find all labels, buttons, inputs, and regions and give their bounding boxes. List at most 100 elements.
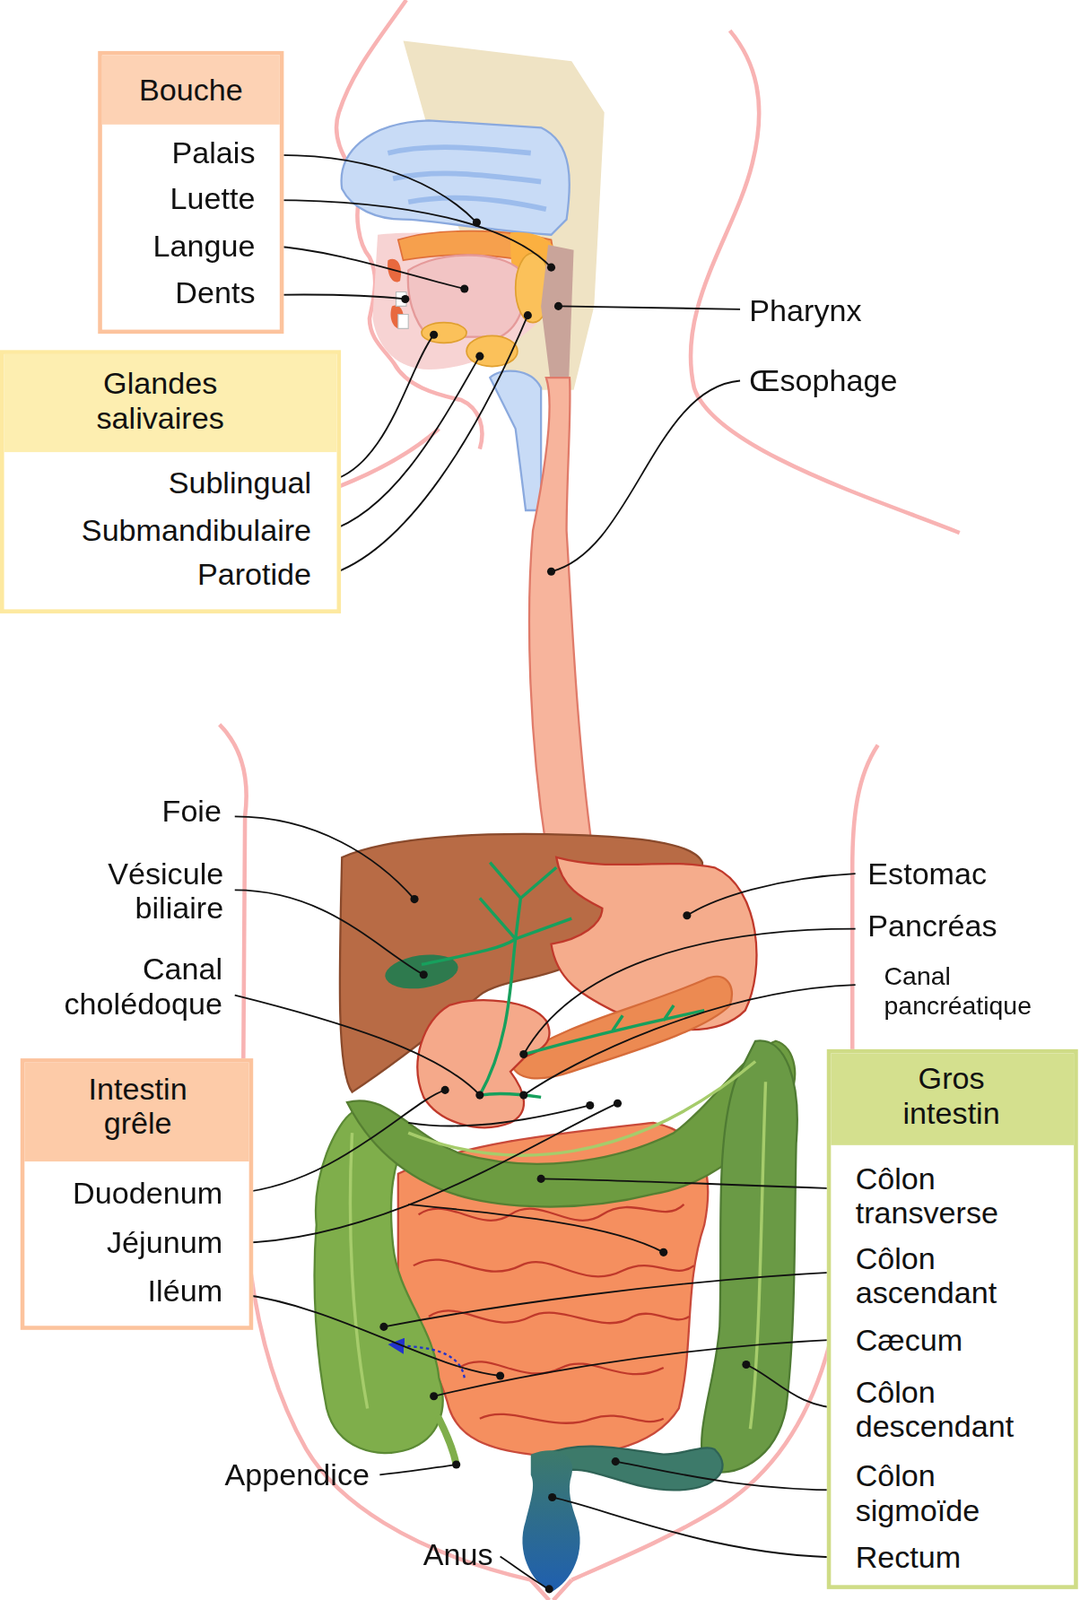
leader-dot: [611, 1457, 620, 1466]
leader-line: [235, 995, 480, 1097]
part-name: Côlon descendant: [855, 1375, 1061, 1445]
leader-dot: [548, 1493, 557, 1502]
label-group-box: Intestin grêleDuodenumJéjunumIléum: [20, 1058, 253, 1331]
part-name: Côlon sigmoïde: [855, 1458, 1061, 1528]
part-name: Dents: [0, 275, 256, 311]
sigmoid-colon: [546, 1446, 723, 1491]
leader-line: [268, 295, 405, 300]
part-name: Luette: [0, 182, 256, 218]
leader-line: [379, 1464, 456, 1475]
box-heading: Glandes salivaires: [68, 366, 253, 436]
esophagus: [529, 377, 593, 847]
leader-line: [326, 356, 480, 532]
label-group-box: Gros intestinCôlon transverseCôlon ascen…: [827, 1049, 1079, 1590]
leader-dot: [523, 311, 532, 320]
leader-dot: [400, 295, 410, 304]
organ-label: Pancréas: [867, 908, 1080, 944]
leader-dot: [496, 1371, 505, 1380]
nasal-cavity: [341, 120, 570, 235]
leader-line: [236, 1089, 445, 1194]
submandibular-gland: [466, 335, 518, 366]
leader-line: [235, 889, 425, 975]
part-name: Sublingual: [25, 465, 312, 501]
organ-label: Appendice: [83, 1457, 370, 1493]
leader-dot: [429, 1392, 438, 1401]
part-name: Iléum: [0, 1273, 223, 1309]
part-name: Submandibulaire: [25, 513, 312, 549]
leader-dot: [419, 970, 428, 979]
appendix-shape: [438, 1419, 456, 1465]
organ-label: Foie: [0, 793, 222, 829]
leader-dot: [460, 285, 469, 294]
leader-line: [326, 315, 528, 576]
leader-dot: [741, 1360, 750, 1369]
leader-dot: [519, 1091, 528, 1100]
label-group-box: BouchePalaisLuetteLangueDents: [97, 51, 284, 334]
leader-dot: [519, 1050, 528, 1059]
neck-outline: [690, 30, 960, 533]
leader-line: [408, 1105, 591, 1126]
leader-dot: [409, 895, 419, 904]
part-name: Côlon transverse: [855, 1161, 1061, 1231]
leader-line: [235, 816, 415, 899]
organ-label: Œsophage: [749, 363, 1036, 399]
nasal-lines: [387, 147, 546, 210]
leader-dot: [585, 1101, 594, 1110]
leader-dot: [547, 263, 556, 272]
part-name: Côlon ascendant: [855, 1241, 1061, 1311]
leader-dot: [554, 302, 563, 311]
leader-line: [615, 1462, 845, 1491]
bile-ducts: [421, 862, 705, 1098]
leader-dot: [429, 330, 438, 340]
leader-line: [326, 334, 434, 482]
leader-dot: [545, 1585, 554, 1594]
part-name: Parotide: [25, 557, 312, 593]
pharynx: [540, 244, 574, 388]
leader-line: [270, 155, 478, 223]
organ-label: Anus: [207, 1537, 494, 1573]
gallbladder: [383, 950, 461, 993]
leader-dot: [475, 352, 484, 361]
organ-label: Canal cholédoque: [28, 952, 223, 1022]
part-name: Palais: [0, 135, 256, 171]
tongue: [408, 255, 525, 338]
leader-line: [241, 1294, 501, 1377]
leader-line: [383, 1271, 845, 1327]
leader-dot: [682, 911, 691, 920]
part-name: Rectum: [855, 1540, 1061, 1576]
box-heading: Bouche: [109, 72, 273, 108]
leader-line: [408, 1204, 664, 1253]
part-name: Jéjunum: [0, 1226, 223, 1262]
leader-dot: [475, 1091, 484, 1100]
organ-label: Vésicule biliaire: [70, 856, 225, 926]
part-name: Cæcum: [855, 1323, 1061, 1359]
leader-line: [523, 929, 856, 1055]
leader-line: [552, 1497, 846, 1558]
sublingual-gland: [421, 322, 467, 344]
box-heading: Gros intestin: [870, 1062, 1034, 1132]
leader-line: [551, 380, 741, 572]
leader-dot: [547, 567, 556, 576]
part-name: Langue: [0, 228, 256, 264]
descending-colon: [701, 1040, 798, 1472]
rectum-shape: [522, 1450, 580, 1593]
leader-line: [500, 1556, 550, 1589]
trachea: [489, 371, 541, 511]
organ-label: Estomac: [867, 856, 1080, 892]
leader-line: [270, 245, 465, 289]
leader-line: [270, 200, 552, 268]
leader-dot: [537, 1175, 546, 1184]
box-heading: Intestin grêle: [60, 1071, 215, 1141]
leader-line: [687, 873, 856, 916]
leader-line: [557, 305, 741, 309]
leader-dot: [452, 1460, 461, 1469]
leader-dot: [613, 1099, 622, 1108]
leader-line: [523, 984, 856, 1096]
part-name: Duodenum: [0, 1175, 223, 1211]
leader-dot: [379, 1323, 388, 1332]
organ-label: Pharynx: [749, 294, 1036, 330]
colon-band: [349, 1062, 766, 1430]
flow-arrow: [396, 1345, 465, 1378]
leader-dot: [441, 1086, 450, 1095]
